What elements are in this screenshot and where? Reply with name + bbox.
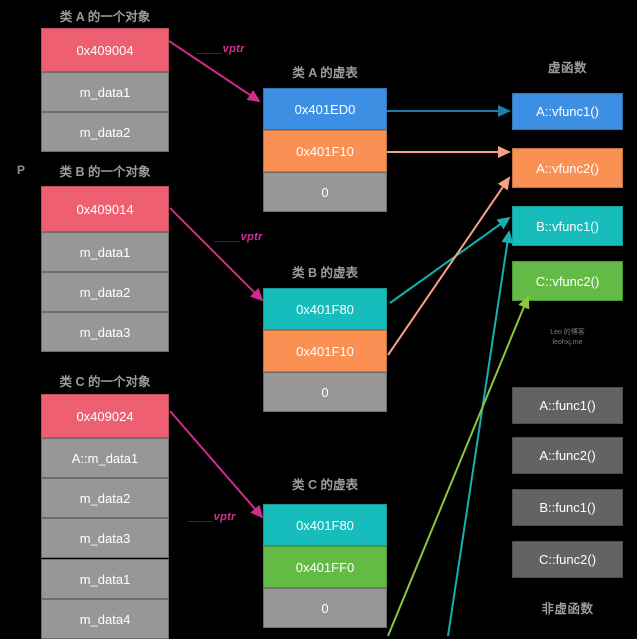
object-b-vptr-cell: 0x409014 <box>41 186 169 232</box>
arrow-vptr-b <box>169 207 264 302</box>
vptr-underscore-c: __ <box>188 511 201 523</box>
nonvirtual-function-a-func2: A::func2() <box>512 437 623 474</box>
object-b-title: 类 B 的一个对象 <box>59 165 151 179</box>
vtable-a-slot-1: 0x401F10 <box>263 130 387 172</box>
arrow-vptr-c <box>169 410 264 519</box>
vtable-c-slot-0: 0x401F80 <box>263 504 387 546</box>
object-c-vptr-cell: 0x409024 <box>41 394 169 438</box>
object-a-row-mdata1: m_data1 <box>41 72 169 112</box>
vptr-label-c: ____vptr <box>188 511 236 523</box>
nonvirtual-function-a-func1: A::func1() <box>512 387 623 424</box>
vtable-a-slot-2-null: 0 <box>263 172 387 212</box>
vtable-c-slot-1: 0x401FF0 <box>263 546 387 588</box>
object-b-row-mdata1: m_data1 <box>41 232 169 272</box>
nonvirtual-function-c-func2: C::func2() <box>512 541 623 578</box>
vtable-a-title: 类 A 的虚表 <box>292 66 358 80</box>
object-c-row-mdata1: m_data1 <box>41 559 169 599</box>
vptr-text-c: __vptr <box>200 511 236 523</box>
watermark-line2: leohxj.me <box>552 339 583 347</box>
vptr-text-a: __vptr <box>209 43 245 55</box>
object-c-row-mdata3: m_data3 <box>41 518 169 558</box>
virtual-function-a-vfunc1: A::vfunc1() <box>512 93 623 130</box>
vptr-label-b: ____vptr <box>215 231 263 243</box>
object-c-row-mdata2: m_data2 <box>41 478 169 518</box>
virtual-functions-title: 虚函数 <box>547 61 587 75</box>
arrow-vtc-slot1-to-cvfunc2 <box>387 295 530 636</box>
object-a-row-mdata2: m_data2 <box>41 112 169 152</box>
virtual-function-c-vfunc2: C::vfunc2() <box>512 261 623 301</box>
vtable-c-slot-2-null: 0 <box>263 588 387 628</box>
vtable-c-title: 类 C 的虚表 <box>292 478 358 492</box>
object-c-title: 类 C 的一个对象 <box>59 375 151 389</box>
object-a-vptr-cell: 0x409004 <box>41 28 169 72</box>
watermark-line1: Leo 的博客 <box>550 329 585 336</box>
arrow-vtb-slot0-to-bvfunc1 <box>389 216 511 304</box>
vtable-b-slot-2-null: 0 <box>263 372 387 412</box>
nonvirtual-functions-title: 非虚函数 <box>541 602 594 616</box>
vptr-label-a: ____vptr <box>197 43 245 55</box>
arrow-vtc-slot0-to-bvfunc1 <box>447 230 514 636</box>
pointer-label-p: P <box>17 163 26 177</box>
vptr-underscore-a: __ <box>197 43 210 55</box>
object-b-row-mdata2: m_data2 <box>41 272 169 312</box>
vtable-b-slot-0: 0x401F80 <box>263 288 387 330</box>
object-c-row-a-mdata1: A::m_data1 <box>41 438 169 478</box>
nonvirtual-function-b-func1: B::func1() <box>512 489 623 526</box>
object-a-title: 类 A 的一个对象 <box>59 10 151 24</box>
object-b-row-mdata3: m_data3 <box>41 312 169 352</box>
vptr-text-b: __vptr <box>227 231 263 243</box>
arrow-vtb-slot1-to-avfunc2 <box>387 176 511 356</box>
watermark: Leo 的博客 leohxj.me <box>512 328 623 348</box>
vtable-b-slot-1: 0x401F10 <box>263 330 387 372</box>
vtable-a-slot-0: 0x401ED0 <box>263 88 387 130</box>
virtual-function-b-vfunc1: B::vfunc1() <box>512 206 623 246</box>
object-c-row-mdata4: m_data4 <box>41 599 169 639</box>
virtual-function-a-vfunc2: A::vfunc2() <box>512 148 623 188</box>
vtable-b-title: 类 B 的虚表 <box>292 266 358 280</box>
vptr-underscore-b: __ <box>215 231 228 243</box>
